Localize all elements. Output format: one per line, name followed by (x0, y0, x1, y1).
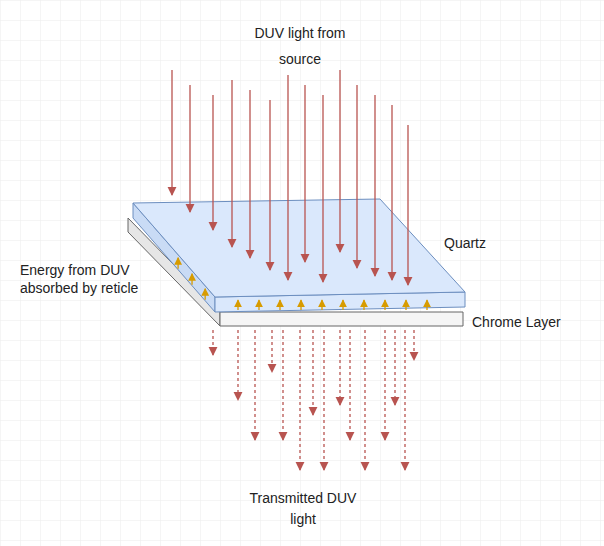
absorbed-arrow (363, 300, 364, 310)
incoming-arrow (374, 95, 375, 276)
absorbed-arrow (191, 274, 192, 285)
incoming-arrow (407, 125, 408, 285)
absorbed-arrow (237, 300, 238, 310)
part-label: Quartz (444, 234, 524, 252)
incoming-light-heads (172, 70, 408, 285)
absorbed-arrow (384, 300, 385, 310)
incoming-arrow (269, 100, 270, 270)
incoming-arrow (231, 80, 232, 247)
incoming-arrow (249, 90, 250, 258)
incoming-arrow (356, 85, 357, 268)
absorbed-arrow (300, 300, 301, 310)
incoming-arrow (189, 85, 190, 212)
transmitted-arrow (282, 330, 283, 440)
transmitted-arrow (271, 330, 272, 372)
transmitted-arrow (349, 330, 350, 440)
absorbed-arrow (205, 289, 206, 300)
incoming-arrow (304, 85, 305, 262)
absorbed-arrow (426, 300, 427, 310)
source-label: DUV light from source (240, 20, 360, 72)
part-label: Chrome Layer (472, 313, 592, 331)
chrome-front (220, 312, 463, 326)
transmitted-arrow (254, 330, 255, 440)
incoming-arrow (391, 105, 392, 280)
transmitted-arrow (413, 330, 414, 360)
transmitted-light (213, 330, 414, 470)
transmitted-arrow (384, 330, 385, 440)
transmitted-arrow (299, 330, 300, 470)
callout-label: Energy from DUV absorbed by reticle (20, 261, 148, 297)
transmitted-arrow (323, 330, 324, 470)
incoming-arrow (171, 70, 172, 195)
transmitted-arrow (339, 330, 340, 405)
incoming-arrow (212, 95, 213, 230)
transmitted-arrow (394, 330, 395, 405)
absorbed-arrow (258, 300, 259, 310)
absorbed-arrow (342, 300, 343, 310)
absorbed-arrow (177, 258, 178, 269)
quartz-top (133, 199, 465, 297)
output-label: Transmitted DUV light (238, 488, 368, 530)
transmitted-arrow (404, 330, 405, 470)
absorbed-arrow (321, 300, 322, 310)
incoming-arrow (339, 70, 340, 252)
transmitted-arrow (212, 330, 213, 355)
absorbed-energy (178, 258, 427, 310)
absorbed-arrow (405, 300, 406, 310)
incoming-arrow (287, 75, 288, 280)
transmitted-arrow (237, 330, 238, 400)
transmitted-arrow (364, 330, 365, 470)
transmitted-arrow (312, 330, 313, 415)
quartz-plate (133, 199, 465, 312)
absorbed-arrow (279, 300, 280, 310)
incoming-arrow (322, 95, 323, 282)
